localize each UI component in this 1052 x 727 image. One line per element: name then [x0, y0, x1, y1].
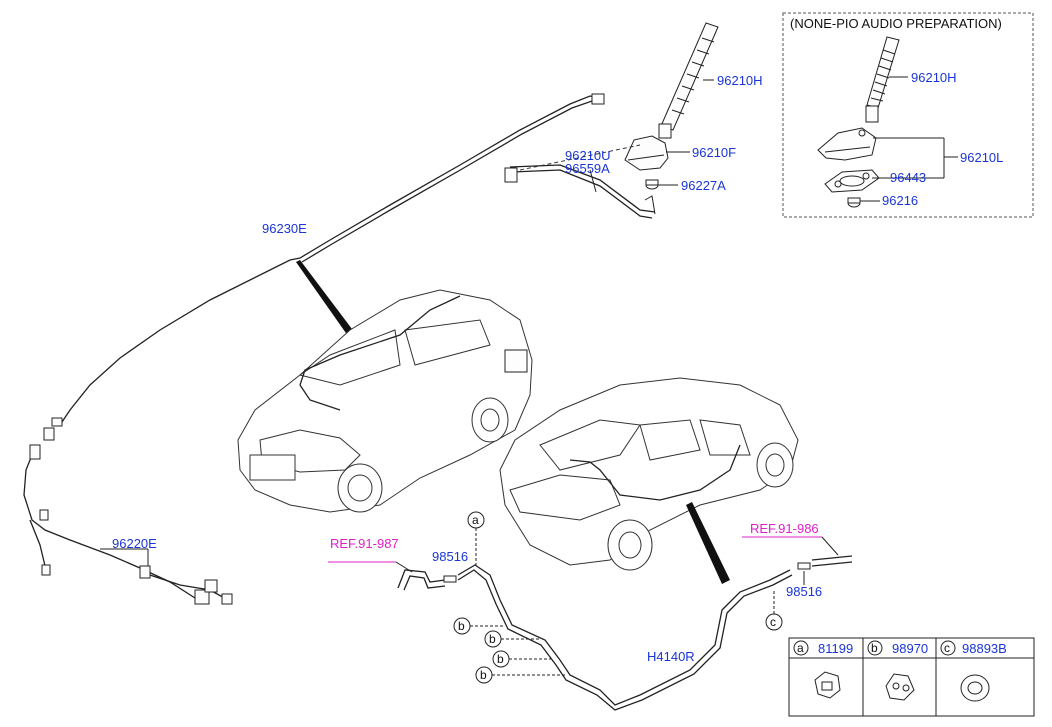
reference-left: REF.91-987: [328, 536, 446, 591]
car-rear-view: [499, 377, 799, 571]
svg-text:c: c: [770, 615, 776, 629]
car-front-view: [237, 289, 533, 513]
reference-right: REF.91-986: [742, 521, 853, 570]
callout-96559A: 96559A: [565, 161, 610, 176]
svg-text:c: c: [944, 641, 950, 655]
roof-cable-96230E: [43, 93, 605, 441]
hose-H4140R: [457, 564, 793, 711]
callout-96210H-inset: 96210H: [911, 70, 957, 85]
callout-96210U: 96210U: [565, 148, 611, 163]
clip-callout-b1: b: [453, 617, 505, 635]
inset-title: (NONE-PIO AUDIO PREPARATION): [790, 16, 1002, 31]
gasket-plate-inset: [824, 169, 880, 193]
callout-96227A: 96227A: [681, 178, 726, 193]
inset-panel: (NONE-PIO AUDIO PREPARATION): [782, 12, 1034, 218]
clip-callout-b4: b: [475, 666, 565, 684]
antenna-rod-main: [658, 22, 719, 139]
clip-callout-b3: b: [492, 650, 553, 668]
callout-H4140R: H4140R: [647, 649, 695, 664]
cable-96220E: [23, 444, 233, 605]
legend-cell-b: b 98970: [867, 640, 928, 701]
svg-text:a: a: [797, 641, 804, 655]
legend-part-81199: 81199: [818, 641, 853, 656]
callout-96230E: 96230E: [262, 221, 307, 236]
pointer-arrow-rear: [686, 502, 730, 584]
legend-part-98893B: 98893B: [962, 641, 1007, 656]
legend-cell-a: a 81199: [793, 640, 853, 699]
shark-fin-inset: [817, 127, 877, 161]
svg-text:b: b: [480, 668, 487, 682]
antenna-nut: [645, 179, 659, 190]
parts-legend-table: a 81199 b 98970 c 98893B: [788, 637, 1035, 717]
antenna-rod-inset: [865, 36, 900, 123]
svg-text:a: a: [472, 513, 479, 527]
svg-text:b: b: [497, 652, 504, 666]
legend-part-98970: 98970: [892, 641, 928, 656]
nut-inset: [847, 197, 861, 208]
clip-callout-b2: b: [484, 630, 540, 648]
callout-96210L: 96210L: [960, 150, 1003, 165]
callout-96210F: 96210F: [692, 145, 736, 160]
antenna-base-cover: [624, 135, 669, 171]
callout-98516-left: 98516: [432, 549, 468, 564]
callout-96210H: 96210H: [717, 73, 763, 88]
clip-callout-a: a: [467, 511, 485, 565]
callout-96220E: 96220E: [112, 536, 157, 551]
pointer-arrow-front: [296, 260, 355, 336]
legend-cell-c: c 98893B: [940, 640, 1007, 702]
ref-91-987: REF.91-987: [330, 536, 399, 551]
svg-text:b: b: [489, 632, 496, 646]
callout-96216: 96216: [882, 193, 918, 208]
ref-91-986: REF.91-986: [750, 521, 819, 536]
svg-text:b: b: [458, 619, 465, 633]
svg-text:b: b: [871, 641, 878, 655]
antenna-feeder-bracket: [504, 144, 656, 219]
clip-callout-c: c: [765, 590, 783, 631]
callout-98516-right: 98516: [786, 584, 822, 599]
callout-96443: 96443: [890, 170, 926, 185]
